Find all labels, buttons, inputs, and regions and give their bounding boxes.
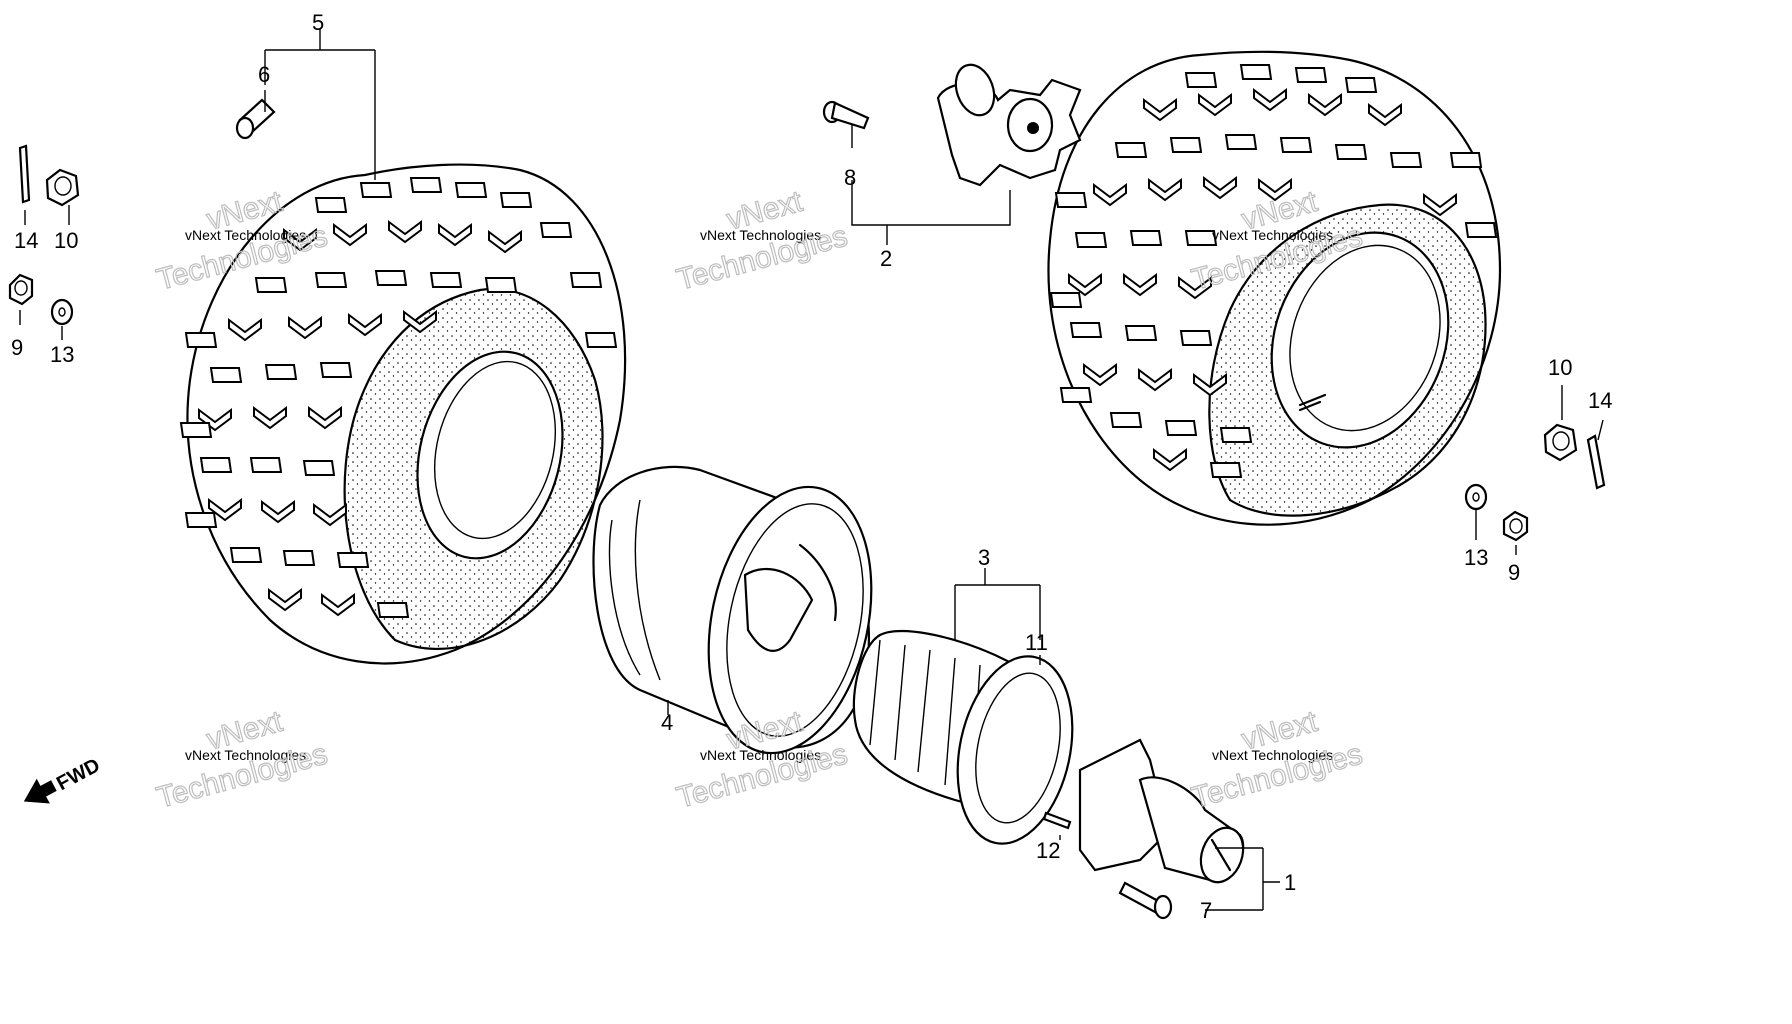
callout-9-left: 9 bbox=[11, 335, 23, 360]
watermark-1-text: vNext Technologies bbox=[185, 227, 306, 243]
callout-13-right: 13 bbox=[1464, 545, 1488, 570]
fwd-label: FWD bbox=[53, 754, 104, 795]
callout-10-right: 10 bbox=[1548, 355, 1572, 380]
left-tire bbox=[180, 163, 627, 665]
callout-5: 5 bbox=[312, 10, 324, 35]
watermark-2: vNext Technologies vNext Technologies bbox=[673, 184, 852, 297]
hub-insert bbox=[852, 629, 1074, 845]
fwd-arrow: FWD bbox=[23, 754, 104, 804]
axle-hub bbox=[1078, 738, 1245, 884]
callout-1: 1 bbox=[1284, 870, 1296, 895]
callout-12: 12 bbox=[1036, 838, 1060, 863]
callout-labels: 5 6 8 2 14 10 9 13 10 14 13 9 3 11 4 12 … bbox=[11, 10, 1612, 923]
callout-14-right: 14 bbox=[1588, 388, 1612, 413]
right-tire bbox=[1047, 50, 1502, 526]
callout-7: 7 bbox=[1200, 898, 1212, 923]
callout-13-left: 13 bbox=[50, 342, 74, 367]
leader-lines bbox=[19, 28, 1604, 911]
watermark-4: vNext Technologies vNext Technologies bbox=[153, 704, 332, 815]
callout-2: 2 bbox=[880, 246, 892, 271]
brake-hub bbox=[936, 63, 1082, 187]
watermark-6-text: vNext Technologies bbox=[1212, 747, 1333, 763]
callout-8: 8 bbox=[844, 165, 856, 190]
watermark-3-text: vNext Technologies bbox=[1212, 227, 1333, 243]
callout-6: 6 bbox=[258, 62, 270, 87]
wheel-rim bbox=[592, 465, 873, 755]
callout-9-right: 9 bbox=[1508, 560, 1520, 585]
watermark-2-text: vNext Technologies bbox=[700, 227, 821, 243]
callout-10-left: 10 bbox=[54, 228, 78, 253]
callout-14-left: 14 bbox=[14, 228, 38, 253]
watermark-5-text: vNext Technologies bbox=[700, 747, 821, 763]
callout-4: 4 bbox=[661, 710, 673, 735]
callout-3: 3 bbox=[978, 545, 990, 570]
callout-11: 11 bbox=[1025, 630, 1048, 655]
watermark-4-text: vNext Technologies bbox=[185, 747, 306, 763]
watermark-6: vNext Technologies vNext Technologies bbox=[1188, 704, 1367, 815]
